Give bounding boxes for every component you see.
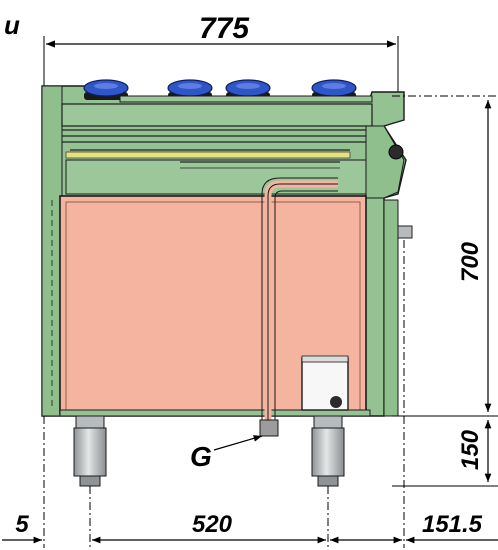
- leg-height-value: 150: [457, 429, 484, 470]
- right-leg: [311, 415, 345, 487]
- gas-callout-label: G: [190, 441, 212, 472]
- burner-1: [83, 79, 129, 100]
- gas-connection: [259, 419, 279, 437]
- control-knob: [388, 144, 404, 160]
- corner-label: u: [4, 10, 20, 40]
- upper-chamber: [65, 159, 367, 195]
- rack-rods: [62, 129, 368, 151]
- overall-width-dimension: 775: [43, 12, 399, 92]
- bottom-dimensions: 5 520 151.5: [2, 240, 498, 548]
- left-offset-value: 5: [15, 511, 29, 538]
- yellow-trim-bar: [65, 151, 351, 159]
- control-panel-side: [365, 125, 405, 199]
- body-height-value: 700: [457, 241, 484, 282]
- gas-callout: G: [190, 435, 263, 472]
- side-connector: [397, 225, 413, 239]
- cooktop-band: [61, 103, 373, 127]
- leg-spacing-value: 520: [192, 511, 233, 538]
- height-dimensions: 700 150: [392, 95, 498, 487]
- legs: [73, 415, 345, 487]
- range-body: [41, 85, 413, 437]
- left-leg: [73, 415, 107, 487]
- overall-width-value: 775: [199, 12, 250, 45]
- burner-2: [167, 79, 213, 100]
- right-offset-value: 151.5: [422, 511, 483, 538]
- burners: [83, 79, 373, 103]
